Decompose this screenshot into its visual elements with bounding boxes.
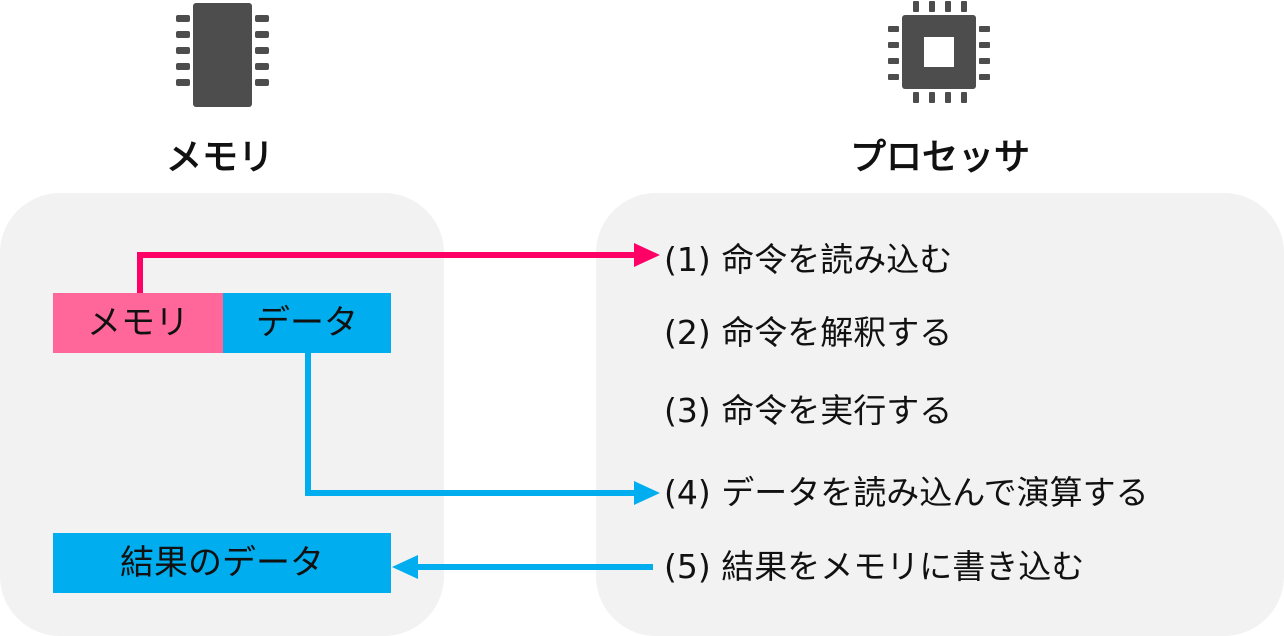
step-write-result: (5) 結果をメモリに書き込む [664,547,1085,586]
result-data-label: 結果のデータ [120,543,324,583]
memory-chip-icon [176,3,269,107]
memory-address-label: メモリ [87,303,189,343]
processor-chip-icon [888,1,990,103]
processor-panel [596,193,1284,636]
processor-title: プロセッサ [849,137,1030,178]
step-read-data-compute: (4) データを読み込んで演算する [664,473,1149,512]
memory-address-box-bg [53,293,223,353]
instruction-fetch-arrow [137,243,660,293]
memory-data-box-bg [223,293,391,353]
memory-title: メモリ [165,137,274,178]
step-decode-instruction: (2) 命令を解釈する [664,313,953,352]
result-data-box-bg [53,533,391,593]
write-back-arrow [392,555,653,579]
memory-data-label: データ [256,303,358,343]
step-execute-instruction: (3) 命令を実行する [664,391,953,430]
step-fetch-instruction: (1) 命令を読み込む [664,240,953,279]
data-read-arrow [305,353,660,505]
